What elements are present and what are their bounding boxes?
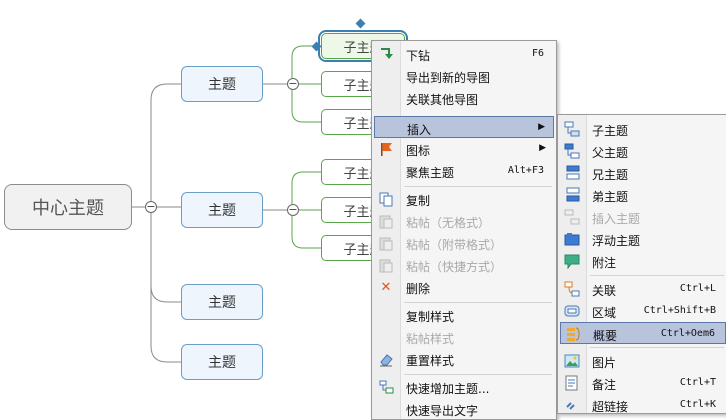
menu-item-quick-add-topic[interactable]: 快速增加主题... <box>374 376 554 398</box>
submenu-item-summary[interactable]: 概要 Ctrl+Oem6 <box>560 322 726 344</box>
menu-item-icons[interactable]: 图标 ▶ <box>374 138 554 160</box>
note-icon <box>564 375 580 391</box>
collapse-toggle-central[interactable]: − <box>145 200 157 213</box>
menu-item-copy[interactable]: 复制 <box>374 188 554 210</box>
parent-topic-icon <box>564 143 580 159</box>
submenu-item-boundary[interactable]: 区域 Ctrl+Shift+B <box>560 300 726 322</box>
mindmap-connectors <box>132 45 321 363</box>
central-topic[interactable]: 中心主题 <box>4 184 132 230</box>
sibling-before-icon <box>564 165 580 181</box>
menu-item-paste-style[interactable]: 粘帖样式 <box>406 332 455 346</box>
submenu-item-parent-topic[interactable]: 父主题 <box>560 140 726 162</box>
boundary-icon <box>564 303 580 319</box>
menu-item-paste-shortcut[interactable]: 粘帖（快捷方式） <box>374 254 554 276</box>
submenu-item-hyperlink[interactable]: 超链接 Ctrl+K <box>560 394 726 416</box>
main-topic-2[interactable]: 主题 <box>181 192 263 228</box>
main-topic-label: 主题 <box>208 295 236 311</box>
menu-item-link-other-map[interactable]: 关联其他导图 <box>406 93 479 107</box>
relationship-icon <box>564 281 580 297</box>
menu-item-reset-style[interactable]: 重置样式 <box>374 348 554 370</box>
picture-icon <box>564 353 580 369</box>
submenu-item-sibling-before[interactable]: 兄主题 <box>560 162 726 184</box>
submenu-item-sibling-after[interactable]: 弟主题 <box>560 184 726 206</box>
paste-icon <box>378 257 394 273</box>
submenu-item-relationship[interactable]: 关联 Ctrl+L <box>560 278 726 300</box>
central-topic-label: 中心主题 <box>32 198 104 219</box>
menu-separator <box>590 275 724 276</box>
subtopic-icon <box>564 121 580 137</box>
menu-separator <box>404 186 552 187</box>
menu-item-copy-style[interactable]: 复制样式 <box>406 310 455 324</box>
menu-separator <box>590 347 724 348</box>
menu-item-paste-plain[interactable]: 粘帖（无格式） <box>374 210 554 232</box>
submenu-item-floating-topic[interactable]: 浮动主题 <box>560 228 726 250</box>
collapse-toggle-topic-2[interactable]: − <box>287 203 299 216</box>
main-topic-4[interactable]: 主题 <box>181 344 263 380</box>
submenu-item-callout[interactable]: 附注 <box>560 250 726 272</box>
main-topic-1[interactable]: 主题 <box>181 66 263 102</box>
hyperlink-icon <box>564 397 580 413</box>
submenu-item-note[interactable]: 备注 Ctrl+T <box>560 372 726 394</box>
drill-down-icon <box>378 46 394 62</box>
delete-icon: ✕ <box>380 279 392 295</box>
insert-topic-icon <box>564 209 580 225</box>
insert-submenu: 子主题 父主题 兄主题 弟主题 插入主题 浮动主题 附注 关联 Ctrl+L 区… <box>557 114 726 414</box>
submenu-arrow-icon: ▶ <box>539 143 546 153</box>
submenu-item-insert-topic[interactable]: 插入主题 <box>560 206 726 228</box>
sibling-after-icon <box>564 187 580 203</box>
context-menu: 下钻 F6 导出到新的导图 关联其他导图 插入 ▶ 图标 ▶ 聚焦主题 Alt+… <box>371 40 557 420</box>
collapse-toggle-topic-1[interactable]: − <box>287 77 299 90</box>
submenu-item-picture[interactable]: 图片 <box>560 350 726 372</box>
quick-add-icon <box>378 379 394 395</box>
summary-icon <box>565 326 581 342</box>
menu-item-delete[interactable]: ✕ 删除 <box>374 276 554 298</box>
paste-icon <box>378 235 394 251</box>
menu-item-paste-with-format[interactable]: 粘帖（附带格式） <box>374 232 554 254</box>
copy-icon <box>378 191 394 207</box>
floating-topic-icon <box>564 231 580 247</box>
main-topic-3[interactable]: 主题 <box>181 284 263 320</box>
menu-separator <box>404 374 552 375</box>
menu-item-export-new-map[interactable]: 导出到新的导图 <box>406 71 491 85</box>
menu-item-drill-down[interactable]: 下钻 F6 <box>374 43 554 65</box>
menu-item-focus-topic[interactable]: 聚焦主题 Alt+F3 <box>406 165 544 180</box>
callout-icon <box>564 253 580 269</box>
main-topic-label: 主题 <box>208 203 236 219</box>
menu-item-quick-export-text[interactable]: 快速导出文字 <box>406 404 479 418</box>
menu-separator <box>404 302 552 303</box>
eraser-icon <box>378 351 394 367</box>
menu-item-insert[interactable]: 插入 ▶ <box>374 116 554 138</box>
main-topic-label: 主题 <box>208 77 236 93</box>
main-topic-label: 主题 <box>208 355 236 371</box>
flag-icon <box>378 141 394 157</box>
submenu-arrow-icon: ▶ <box>538 122 545 132</box>
submenu-item-subtopic[interactable]: 子主题 <box>560 118 726 140</box>
paste-icon <box>378 213 394 229</box>
